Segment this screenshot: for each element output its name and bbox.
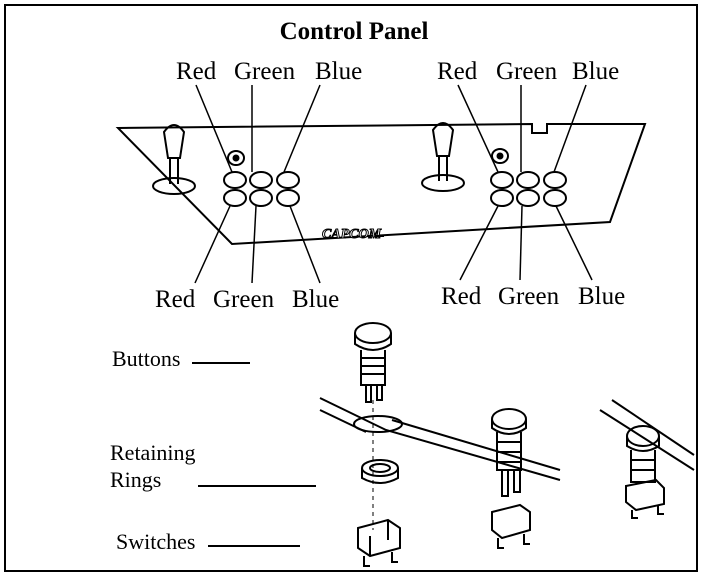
- p1-bottom-blue-label: Blue: [292, 286, 340, 313]
- rings-label: Rings: [110, 467, 162, 492]
- exploded-button-assembly: [319, 322, 561, 567]
- p2-top-red-button: [490, 171, 514, 189]
- p2-bottom-green-label: Green: [498, 283, 560, 310]
- p2-bottom-green-button: [516, 189, 540, 207]
- p1-bottom-green-label: Green: [213, 286, 275, 313]
- diagram-frame: [4, 4, 698, 572]
- p1-top-blue-label: Blue: [315, 58, 363, 85]
- p1-top-green-label: Green: [234, 58, 296, 85]
- p1-bottom-green-button: [249, 189, 273, 207]
- p1-bottom-red-label: Red: [155, 286, 196, 313]
- p1-button-cluster: [223, 171, 300, 207]
- buttons-label: Buttons: [112, 346, 181, 371]
- p1-top-blue-button: [276, 171, 300, 189]
- joystick-p2-icon: [421, 122, 465, 192]
- p2-button-cluster: [490, 171, 567, 207]
- p1-top-red-label: Red: [176, 58, 217, 85]
- p2-bottom-red-button: [490, 189, 514, 207]
- start-button-p2-icon: [491, 148, 509, 164]
- capcom-logo: CAPCOM: [322, 227, 382, 242]
- installed-button-side-assembly: [599, 399, 695, 519]
- p1-top-green-button: [249, 171, 273, 189]
- p2-top-blue-button: [543, 171, 567, 189]
- joystick-p1-icon: [152, 124, 196, 195]
- p2-top-green-label: Green: [496, 58, 558, 85]
- control-panel-outline: [115, 122, 647, 246]
- p1-bottom-red-button: [223, 189, 247, 207]
- p2-bottom-blue-label: Blue: [578, 283, 626, 310]
- p2-top-red-label: Red: [437, 58, 478, 85]
- switches-label: Switches: [116, 529, 196, 554]
- p1-bottom-blue-button: [276, 189, 300, 207]
- diagram-title: Control Panel: [279, 18, 429, 45]
- p2-bottom-blue-button: [543, 189, 567, 207]
- leader-lines: [194, 84, 593, 284]
- p2-bottom-red-label: Red: [441, 283, 482, 310]
- retaining-label: Retaining: [110, 440, 196, 465]
- installed-button-assembly: [491, 408, 531, 549]
- p2-top-green-button: [516, 171, 540, 189]
- start-button-p1-icon: [227, 150, 245, 166]
- p2-top-blue-label: Blue: [572, 58, 620, 85]
- p1-top-red-button: [223, 171, 247, 189]
